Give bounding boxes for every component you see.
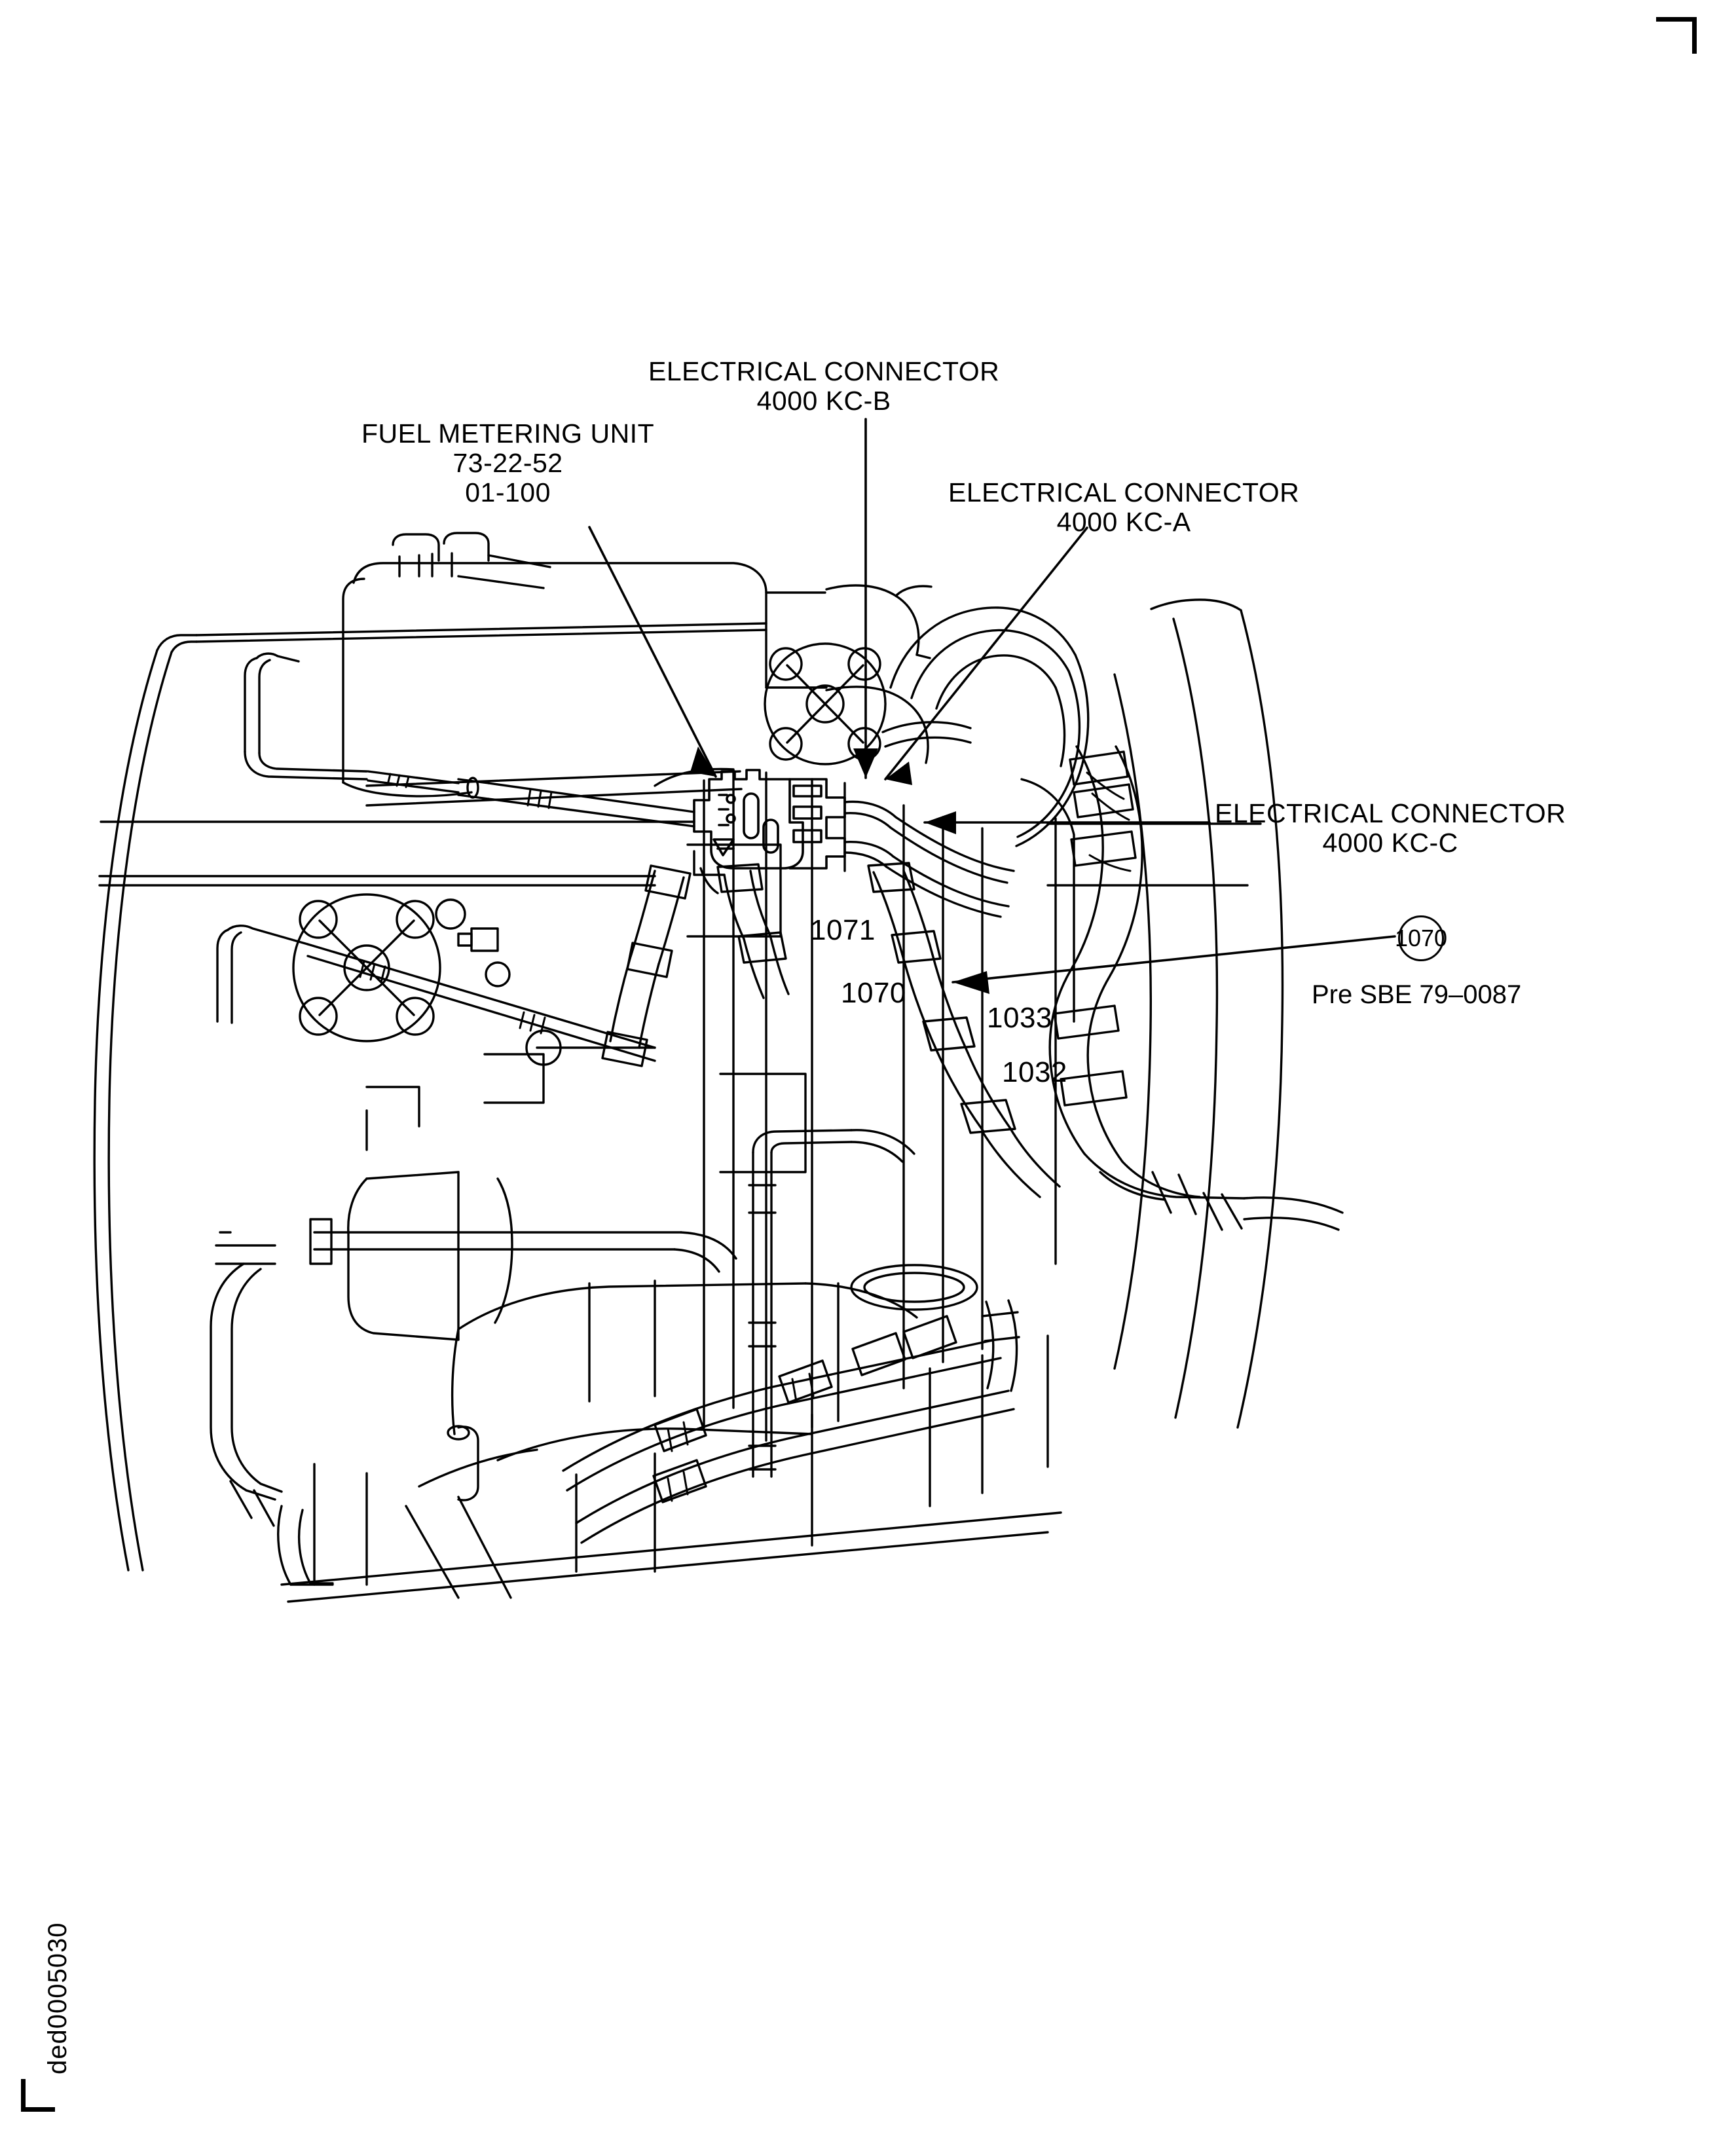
item-number-1070: 1070 (841, 977, 906, 1009)
callout-fmu-effectivity: 01-100 (465, 477, 551, 508)
callout-kca-id: 4000 KC-A (1056, 507, 1191, 538)
callout-electrical-connector-b: ELECTRICAL CONNECTOR 4000 KC-B (648, 356, 1000, 416)
callout-kcc-id: 4000 KC-C (1322, 828, 1458, 858)
callout-kcb-id: 4000 KC-B (756, 386, 891, 416)
balloon-item-1070: 1070 (1395, 915, 1447, 961)
callout-kcb-title: ELECTRICAL CONNECTOR (648, 356, 1000, 386)
corner-mark-bottom-left (21, 2079, 55, 2112)
balloon-note-pre-sbe: Pre SBE 79–0087 (1312, 980, 1522, 1009)
callout-fmu-chapter: 73-22-52 (452, 448, 563, 479)
callout-fmu-title: FUEL METERING UNIT (361, 418, 655, 449)
callout-kca-title: ELECTRICAL CONNECTOR (948, 477, 1300, 507)
item-number-1071: 1071 (810, 914, 876, 946)
item-number-1033: 1033 (987, 1002, 1052, 1034)
callout-fuel-metering-unit: FUEL METERING UNIT 73-22-52 01-100 (361, 418, 655, 508)
corner-mark-top-right (1656, 17, 1697, 54)
callout-electrical-connector-a: ELECTRICAL CONNECTOR 4000 KC-A (948, 477, 1300, 538)
callout-electrical-connector-c: ELECTRICAL CONNECTOR 4000 KC-C (1215, 798, 1566, 858)
